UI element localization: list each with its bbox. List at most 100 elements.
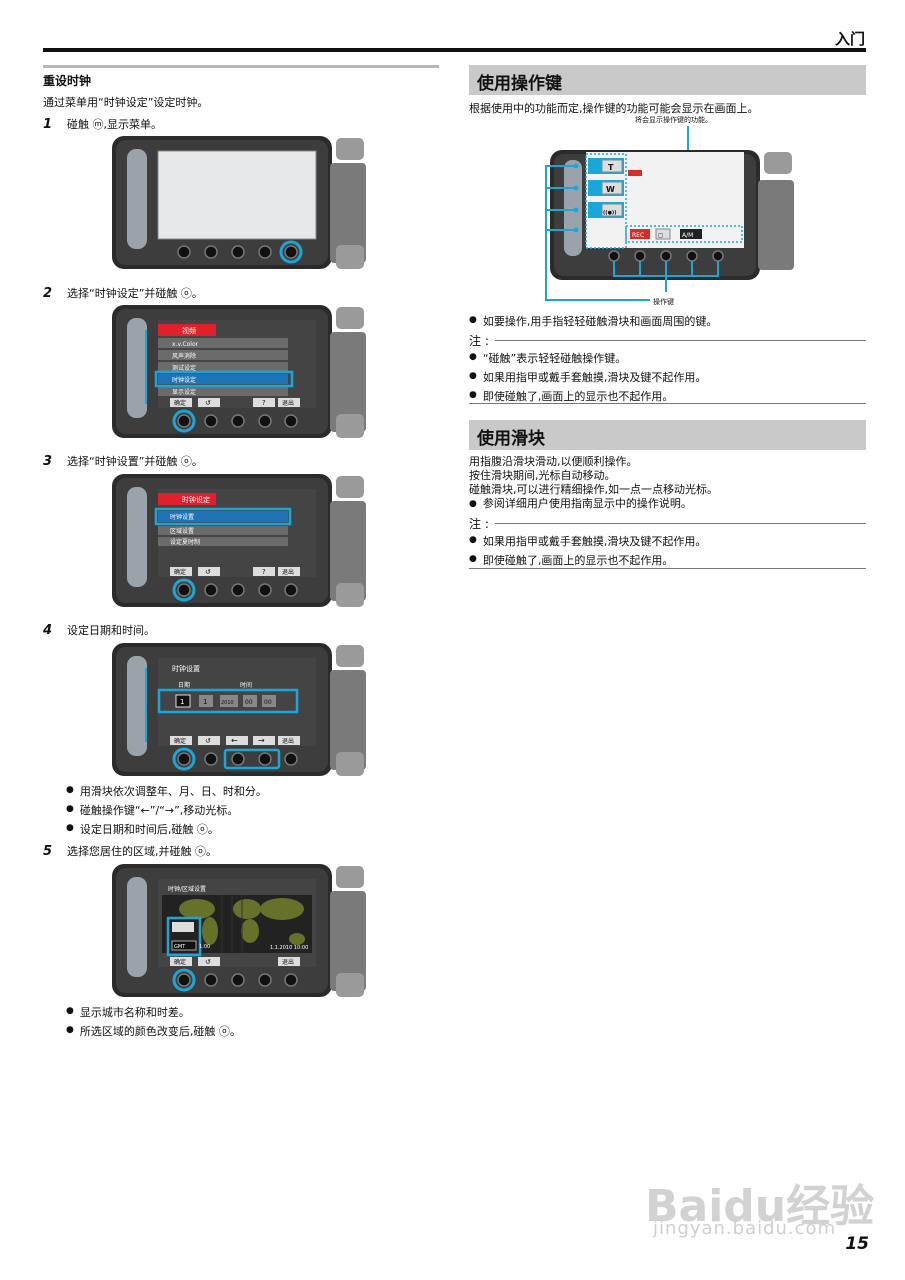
menu-item: 风声消除: [172, 352, 196, 360]
btn-back-label: ↺: [205, 568, 211, 576]
camera-screen-step4: 时钟设置 日期 时间 1 1 2010 00 00 确定 ↺ ← → 退出: [112, 643, 366, 776]
section-title-reset-clock: 重设时钟: [43, 74, 92, 88]
btn-exit-label: 退出: [282, 737, 294, 745]
city-name: GMT: [174, 944, 186, 950]
menu-item: 设定夏时制: [170, 538, 200, 546]
step-2: 2 选择“时钟设定”并碰触 ⓞ。: [43, 285, 203, 301]
date-time: 1.1.2010 10:00: [270, 945, 308, 951]
step-number: 4: [43, 623, 53, 638]
step4-bullets: ●用滑块依次调整年、月、日、时和分。 ●碰触操作键“←”/“→”,移动光标。 ●…: [66, 785, 267, 836]
note-text: 如果用指甲或戴手套触摸,滑块及键不起作用。: [482, 535, 707, 548]
key-stabilizer: ((●)): [603, 210, 617, 216]
menu-item: 时钟设定: [172, 376, 196, 384]
step-4: 4 设定日期和时间。: [43, 622, 155, 638]
step-text: 选择“时钟设置”并碰触 ⓞ。: [67, 455, 203, 468]
menu-item: 显示设定: [172, 388, 196, 396]
btn-right-label: →: [258, 736, 265, 745]
key-auto-manual: A/M: [682, 232, 693, 239]
key-playback: ◻: [658, 232, 663, 239]
step-text: 选择您居住的区域,并碰触 ⓞ。: [67, 845, 217, 858]
step-number: 2: [43, 286, 53, 301]
btn-ok-label: 确定: [174, 399, 186, 407]
step-1: 1 碰触 ⓜ,显示菜单。: [43, 116, 162, 132]
step-number: 5: [43, 844, 53, 859]
bullet-text: 参阅详细用户使用指南显示中的操作说明。: [482, 497, 692, 510]
step-number: 1: [43, 117, 53, 132]
note-text: 即使碰触了,画面上的显示也不起作用。: [482, 390, 674, 403]
note-label: 注 :: [469, 334, 489, 348]
body-line: 用指腹沿滑块滑动,以便顺利操作。: [469, 455, 638, 468]
key-zoom-wide: W: [606, 185, 615, 194]
field-day: 1: [180, 698, 184, 706]
field-month: 1: [203, 698, 207, 706]
bullet-text: 用滑块依次调整年、月、日、时和分。: [79, 785, 267, 798]
key-rec: REC: [632, 232, 644, 239]
note-text: 即使碰触了,画面上的显示也不起作用。: [482, 554, 674, 567]
time-label: 时间: [240, 681, 252, 689]
screen-title: 时钟设置: [172, 664, 200, 673]
note-text: “碰触”表示轻轻碰触操作键。: [482, 352, 627, 365]
btn-exit-label: 退出: [282, 399, 294, 407]
btn-back-label: ↺: [205, 737, 211, 745]
btn-ok-label: 确定: [174, 737, 186, 745]
step-text: 碰触 ⓜ,显示菜单。: [67, 118, 162, 131]
btn-back-label: ↺: [205, 958, 211, 966]
section-header-slider: 使用滑块: [469, 420, 866, 450]
btn-ok-label: 确定: [174, 958, 186, 966]
date-label: 日期: [178, 681, 190, 689]
bullet-text: 碰触操作键“←”/“→”,移动光标。: [79, 804, 239, 817]
field-year: 2010: [221, 700, 234, 706]
sec2-body: 用指腹沿滑块滑动,以便顺利操作。 按住滑块期间,光标自动移动。 碰触滑块,可以进…: [469, 455, 718, 510]
diagram-bottom-label: 操作键: [653, 297, 674, 306]
bullet-text: 设定日期和时间后,碰触 ⓞ。: [79, 823, 219, 836]
sec1-bullet: ●如要操作,用手指轻轻碰触滑块和画面周围的键。: [469, 315, 718, 328]
btn-ok-label: 确定: [174, 568, 186, 576]
btn-help-label: ?: [262, 399, 266, 407]
btn-exit-label: 退出: [282, 568, 294, 576]
intro-text: 通过菜单用“时钟设定”设定时钟。: [43, 96, 209, 109]
body-line: 按住滑块期间,光标自动移动。: [469, 469, 616, 482]
menu-item: 时钟设置: [170, 513, 194, 521]
step-number: 3: [43, 454, 53, 469]
camera-screen-step2: 视频 x.v.Color 风声消除 测试设定 时钟设定 显示设定 确定 ↺ ? …: [112, 305, 366, 438]
menu-item: x.v.Color: [172, 341, 199, 348]
section-header-operation-keys: 使用操作键: [469, 65, 866, 95]
btn-back-label: ↺: [205, 399, 211, 407]
menu-title: 时钟设定: [182, 495, 210, 504]
btn-help-label: ?: [262, 568, 266, 576]
chapter-title: 入门: [834, 30, 865, 48]
screen-title: 时钟/区域设置: [168, 885, 206, 893]
menu-item: 视频: [182, 326, 196, 335]
step-5: 5 选择您居住的区域,并碰触 ⓞ。: [43, 843, 217, 859]
menu-item: 测试设定: [172, 364, 196, 372]
note-label: 注 :: [469, 517, 489, 531]
step5-bullets: ●显示城市名称和时差。 ●所选区域的颜色改变后,碰触 ⓞ。: [66, 1006, 241, 1038]
bullet-text: 如要操作,用手指轻轻碰触滑块和画面周围的键。: [482, 315, 718, 328]
sec1-note-header: 注 :: [469, 332, 866, 349]
step-text: 设定日期和时间。: [67, 624, 155, 637]
step-3: 3 选择“时钟设置”并碰触 ⓞ。: [43, 453, 203, 469]
sec1-notes: ●“碰触”表示轻轻碰触操作键。 ●如果用指甲或戴手套触摸,滑块及键不起作用。 ●…: [469, 352, 707, 403]
camera-screen-step3: 时钟设定 时钟设置 区域设置 设定夏时制 确定 ↺ ? 退出: [112, 474, 366, 607]
time-offset: 1:00: [199, 944, 210, 950]
note-text: 如果用指甲或戴手套触摸,滑块及键不起作用。: [482, 371, 707, 384]
menu-item: 区域设置: [170, 527, 194, 535]
sec2-end-rule: [469, 568, 866, 569]
sec1-end-rule: [469, 403, 866, 404]
bullet-text: 显示城市名称和时差。: [79, 1006, 190, 1019]
body-line: 碰触滑块,可以进行精细操作,如一点一点移动光标。: [469, 483, 718, 496]
bullet-text: 所选区域的颜色改变后,碰触 ⓞ。: [79, 1025, 241, 1038]
field-minute: 00: [264, 699, 272, 706]
diagram-top-label: 将会显示操作键的功能。: [635, 115, 712, 124]
sec2-note-header: 注 :: [469, 515, 866, 532]
header-rule: [43, 48, 866, 52]
sec2-notes: ●如果用指甲或戴手套触摸,滑块及键不起作用。 ●即使碰触了,画面上的显示也不起作…: [469, 535, 707, 567]
sec1-intro: 根据使用中的功能而定,操作键的功能可能会显示在画面上。: [469, 102, 759, 115]
btn-left-label: ←: [231, 736, 238, 745]
step-text: 选择“时钟设定”并碰触 ⓞ。: [67, 287, 203, 300]
operation-keys-diagram: 将会显示操作键的功能。 T W ((●)) REC ◻ A/M 操作键: [545, 115, 794, 306]
left-section-rule: [43, 65, 439, 68]
key-zoom-tele: T: [608, 163, 614, 172]
btn-exit-label: 退出: [282, 958, 294, 966]
field-hour: 00: [245, 699, 253, 706]
